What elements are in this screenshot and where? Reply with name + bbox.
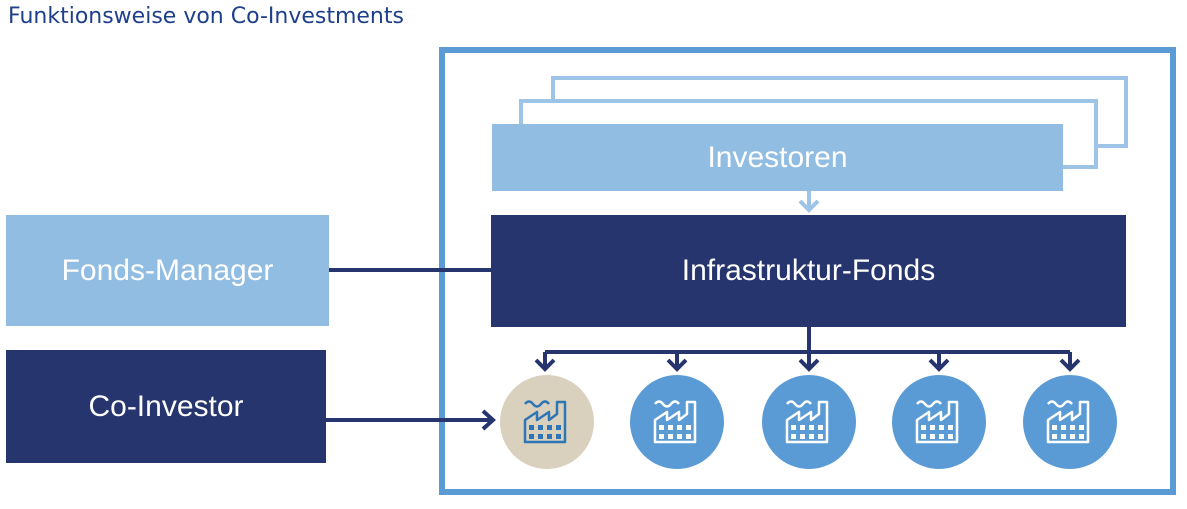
factory-icon — [915, 400, 959, 444]
asset-node-co-investment — [500, 375, 594, 469]
factory-icon — [523, 400, 567, 444]
investoren-box: Investoren — [492, 124, 1063, 191]
factory-icon — [653, 400, 697, 444]
page-title: Funktionsweise von Co-Investments — [8, 4, 404, 29]
factory-icon — [1046, 400, 1090, 444]
co-investor-box: Co-Investor — [6, 350, 326, 463]
asset-node-fund-1 — [630, 375, 724, 469]
factory-icon — [785, 400, 829, 444]
infrastruktur-fonds-box: Infrastruktur-Fonds — [491, 215, 1126, 327]
asset-node-fund-3 — [892, 375, 986, 469]
asset-node-fund-2 — [762, 375, 856, 469]
fonds-manager-box: Fonds-Manager — [6, 215, 329, 326]
asset-node-fund-4 — [1023, 375, 1117, 469]
co-investor-to-asset-arrow — [326, 409, 496, 431]
fonds-to-assets-arrows — [534, 327, 1081, 372]
investoren-to-fonds-arrow — [798, 191, 820, 213]
